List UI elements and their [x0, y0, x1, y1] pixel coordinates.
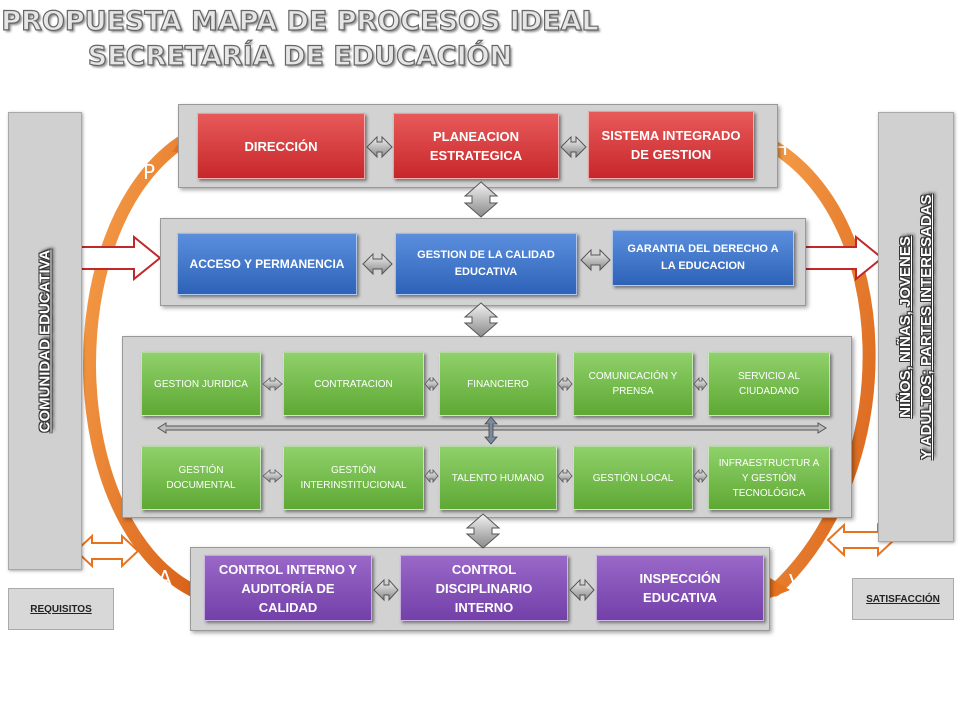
pdca-letter-v: V [789, 570, 803, 594]
garantia-derecho-box: GARANTIA DEL DERECHO A LA EDUCACION [612, 230, 794, 286]
title-line-1: PROPUESTA MAPA DE PROCESOS IDEAL [1, 5, 600, 37]
pdca-right-arrowhead [765, 578, 790, 600]
direccion-box: DIRECCIÓN [197, 113, 365, 179]
control-interno-box: CONTROL INTERNO Y AUDITORÍA DE CALIDAD [204, 555, 372, 621]
partes-interesadas-label: NIÑOS, NIÑAS, JOVENES Y ADULTOS; PARTES … [895, 194, 937, 459]
output-arrow [804, 234, 884, 282]
pdca-left-arc [83, 136, 199, 597]
page-title: PROPUESTA MAPA DE PROCESOS IDEAL SECRETA… [0, 4, 600, 74]
title-line-2: SECRETARÍA DE EDUCACIÓN [87, 40, 513, 72]
gestion-local-box: GESTIÓN LOCAL [573, 446, 693, 510]
comunidad-educativa-label: COMUNIDAD EDUCATIVA [36, 249, 54, 433]
talento-humano-box: TALENTO HUMANO [439, 446, 557, 510]
pdca-letter-p: P [143, 160, 156, 184]
gestion-documental-box: GESTIÓN DOCUMENTAL [141, 446, 261, 510]
left-side-panel: COMUNIDAD EDUCATIVA [8, 112, 82, 570]
gestion-calidad-educativa-box: GESTION DE LA CALIDAD EDUCATIVA [395, 233, 577, 295]
gestion-juridica-box: GESTION JURIDICA [141, 352, 261, 416]
acceso-permanencia-box: ACCESO Y PERMANENCIA [177, 233, 357, 295]
planeacion-estrategica-box: PLANEACION ESTRATEGICA [393, 113, 559, 179]
right-side-panel: NIÑOS, NIÑAS, JOVENES Y ADULTOS; PARTES … [878, 112, 954, 542]
pdca-right-arc [755, 133, 876, 597]
requisitos-double-arrow [74, 533, 140, 569]
financiero-box: FINANCIERO [439, 352, 557, 416]
servicio-ciudadano-box: SERVICIO AL CIUDADANO [708, 352, 830, 416]
partes-interesadas-line-1: NIÑOS, NIÑAS, JOVENES [897, 236, 914, 418]
input-arrow [75, 234, 162, 282]
contratacion-box: CONTRATACION [283, 352, 424, 416]
pdca-letter-a: A [158, 566, 172, 590]
inspeccion-educativa-box: INSPECCIÓN EDUCATIVA [596, 555, 764, 621]
control-disciplinario-box: CONTROL DISCIPLINARIO INTERNO [400, 555, 568, 621]
satisfaccion-label: SATISFACCIÓN [852, 578, 954, 620]
partes-interesadas-line-2: Y ADULTOS; PARTES INTERESADAS [918, 194, 935, 460]
infraestructura-gestion-tecnologica-box: INFRAESTRUCTUR A Y GESTIÓN TECNOLÓGICA [708, 446, 830, 510]
comunicacion-prensa-box: COMUNICACIÓN Y PRENSA [573, 352, 693, 416]
gestion-interinstitucional-box: GESTIÓN INTERINSTITUCIONAL [283, 446, 424, 510]
sistema-integrado-gestion-box: SISTEMA INTEGRADO DE GESTION [588, 111, 754, 179]
requisitos-label: REQUISITOS [8, 588, 114, 630]
